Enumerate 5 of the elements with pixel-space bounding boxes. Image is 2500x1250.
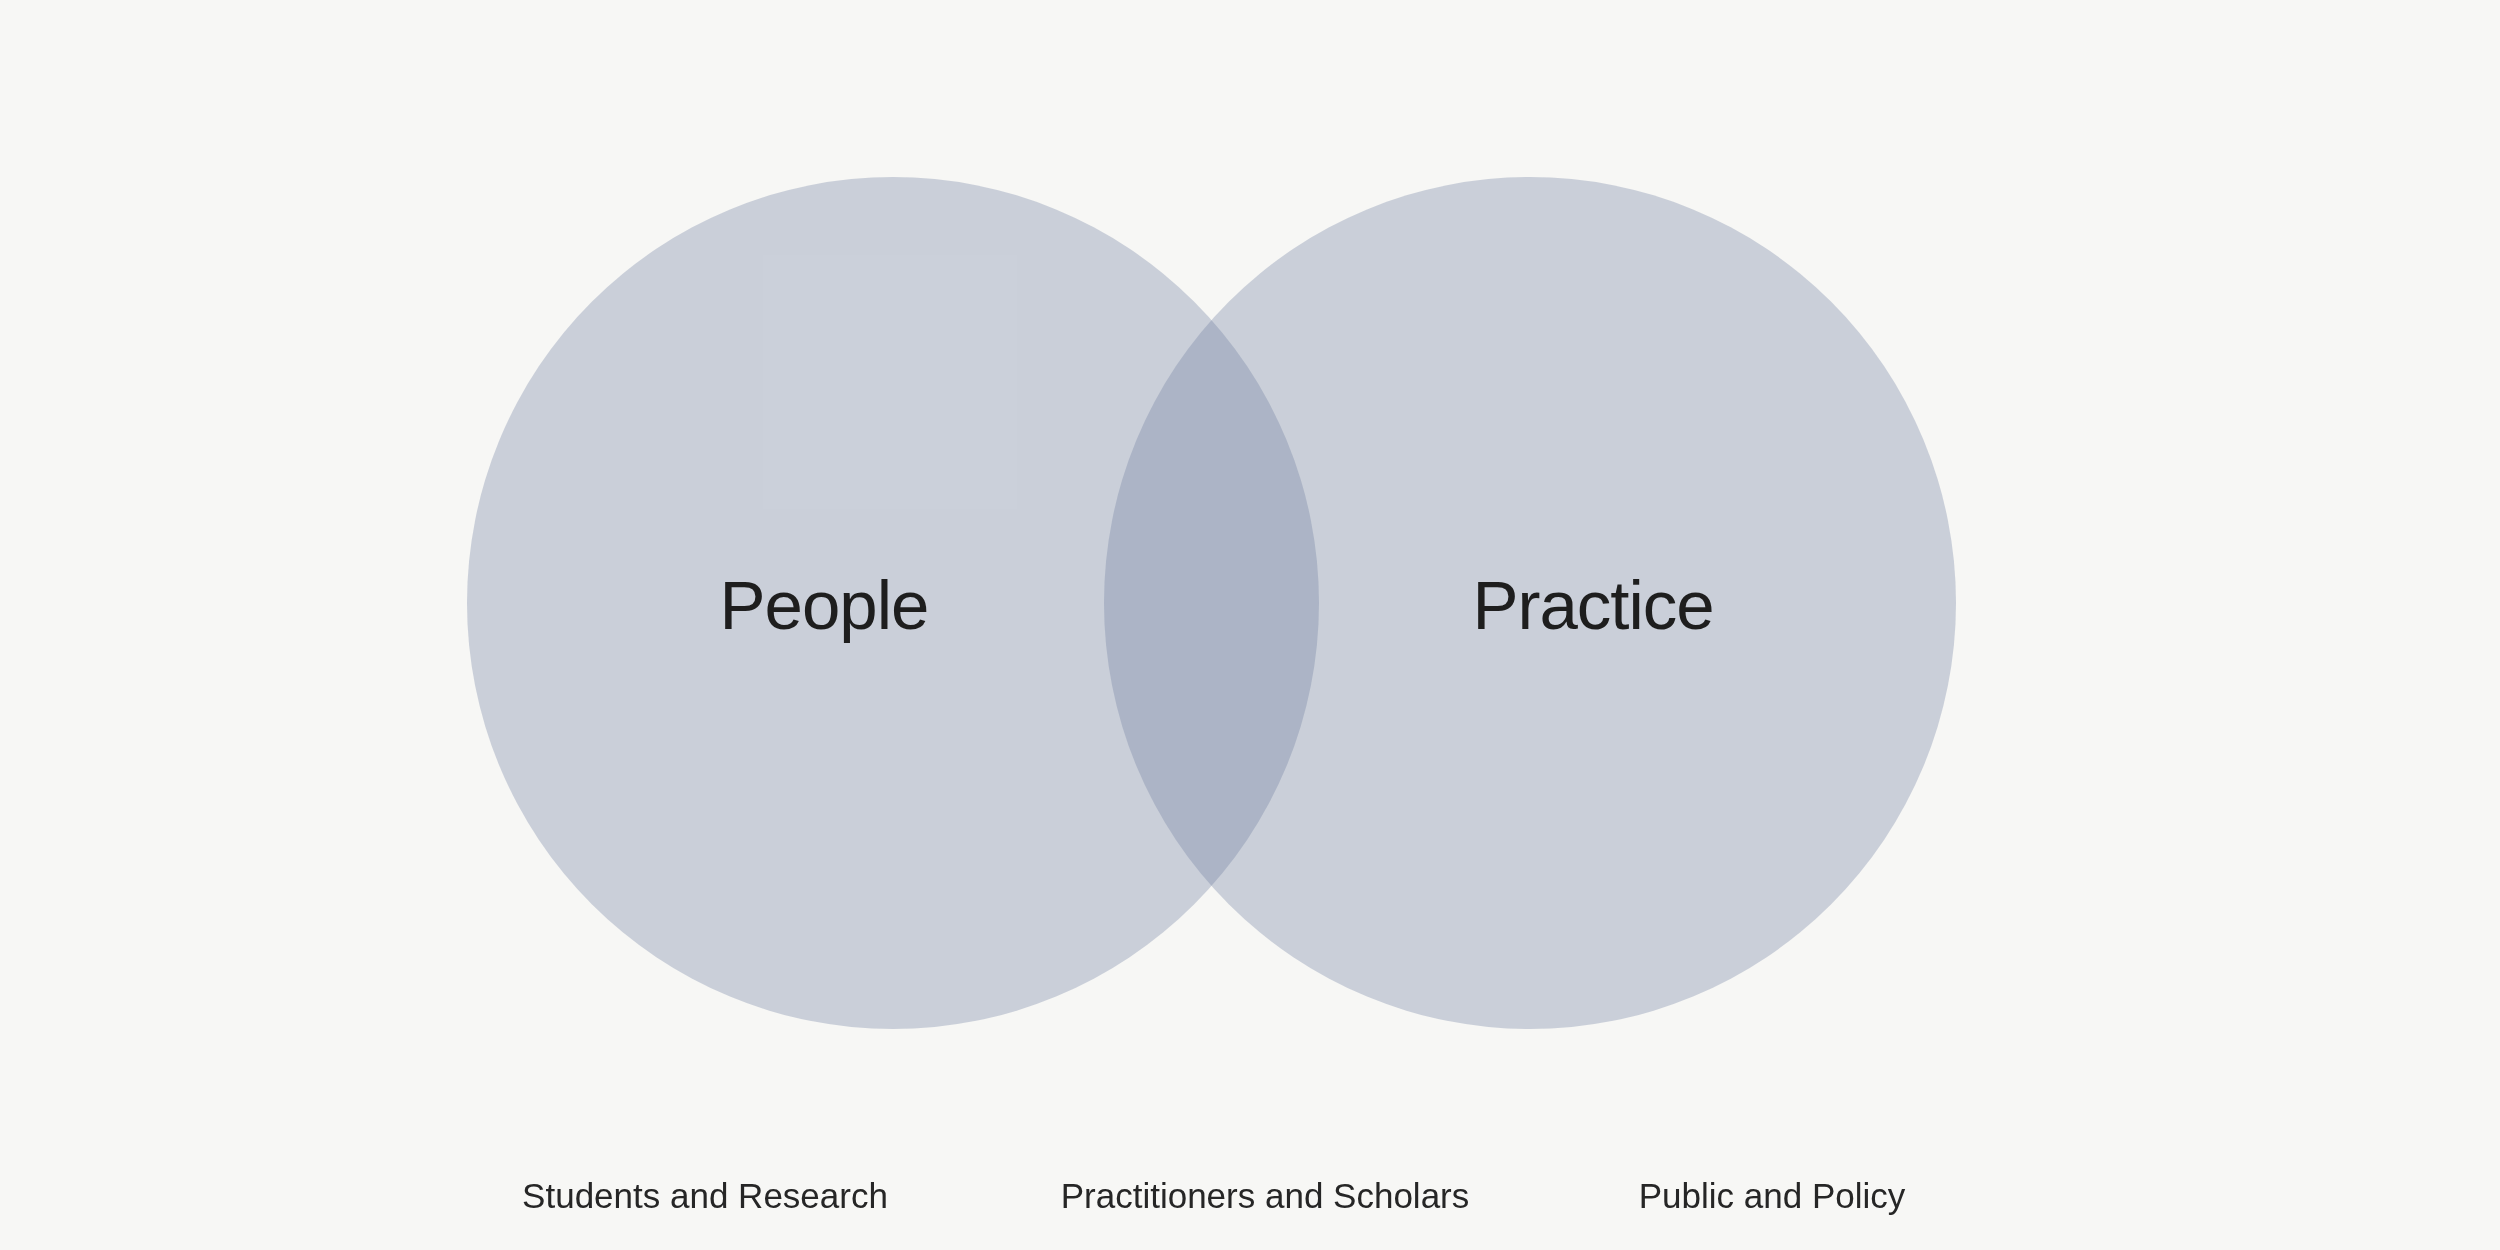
category-label: Practitioners and Scholars [1060, 1175, 1470, 1217]
category-label: Public and Policy [1638, 1175, 1906, 1217]
set-label: People [719, 568, 929, 644]
category-label: Students and Research [522, 1175, 888, 1217]
set-label: Practice [1472, 568, 1714, 644]
